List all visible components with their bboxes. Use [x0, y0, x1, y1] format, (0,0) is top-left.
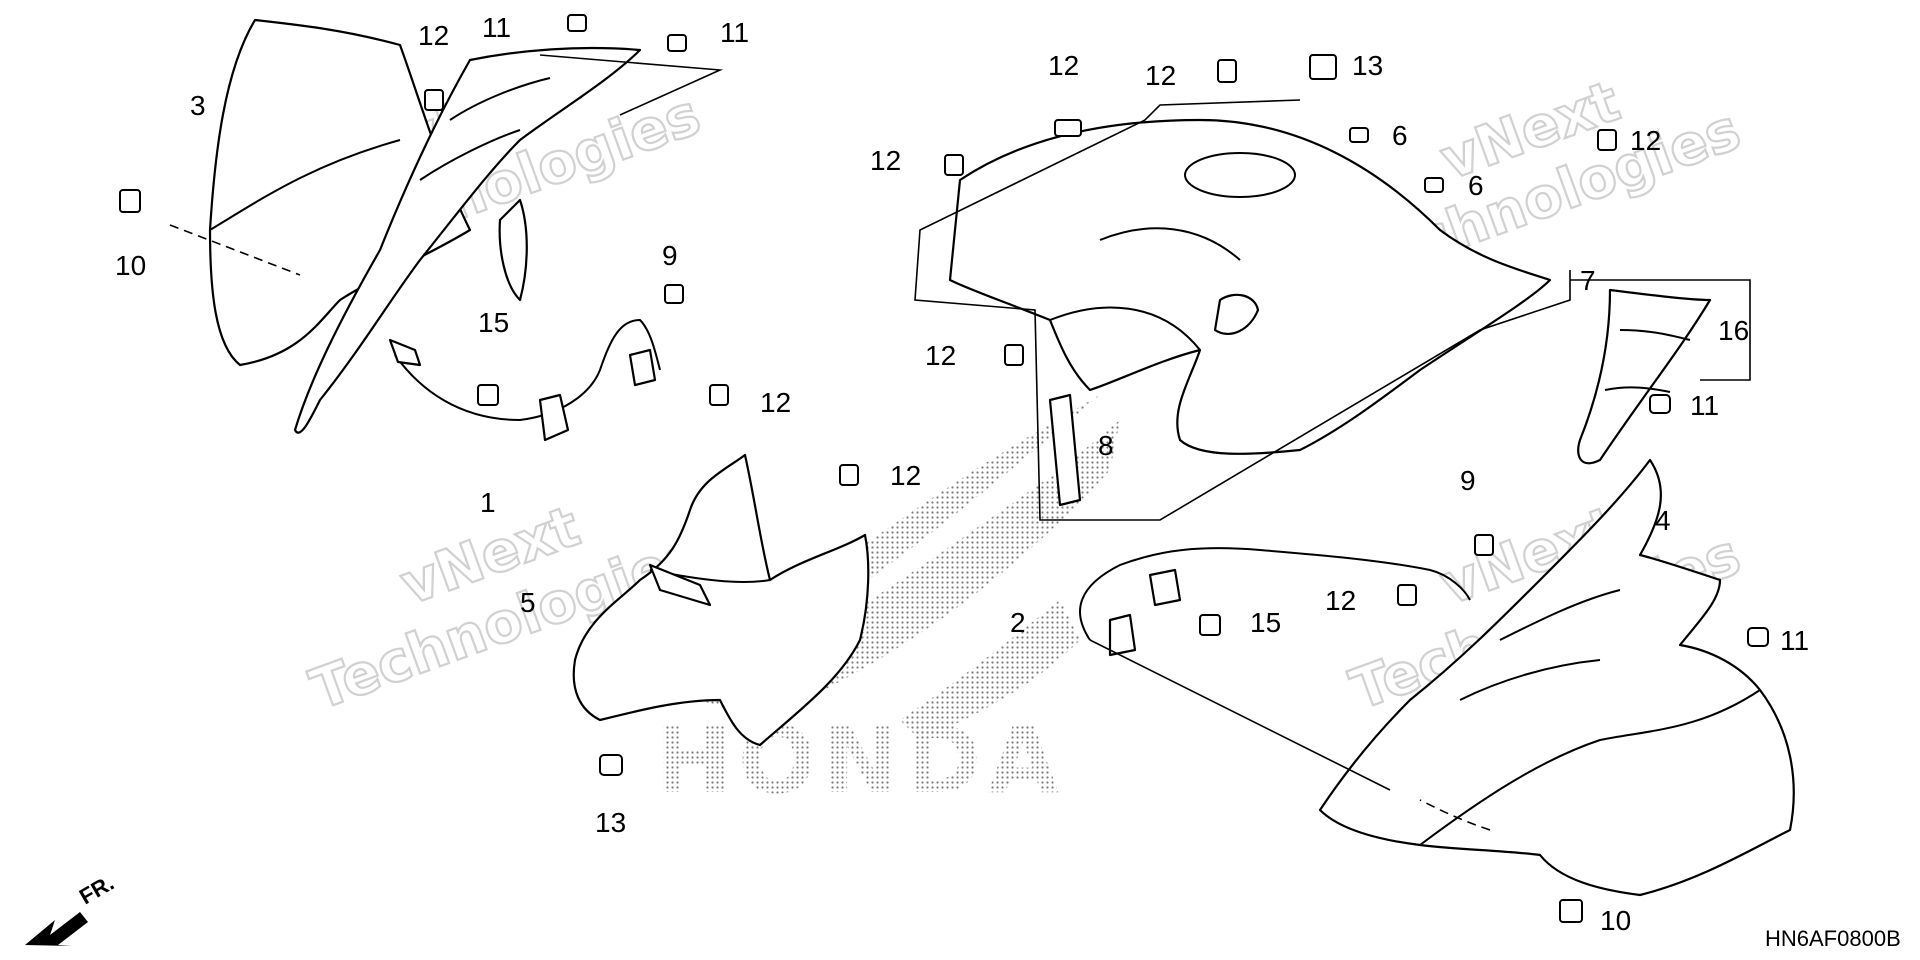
callout-15: 15 — [478, 307, 509, 338]
callout-7: 7 — [1580, 265, 1596, 296]
callout-11: 11 — [1780, 625, 1809, 656]
emblem-decal — [1577, 288, 1712, 465]
callout-2: 2 — [1010, 607, 1026, 638]
callout-labels: 3 11 11 12 10 9 15 1 12 12 5 13 12 13 12… — [115, 12, 1809, 936]
callout-1: 1 — [480, 487, 496, 518]
callout-12: 12 — [925, 340, 956, 371]
windscreen-part — [208, 18, 472, 367]
front-bracket-right — [1079, 547, 1471, 657]
honda-logo-text: HONDA — [655, 707, 1065, 814]
callout-3: 3 — [190, 90, 206, 121]
diagram-reference-code: HN6AF0800B — [1765, 926, 1901, 951]
callout-5: 5 — [520, 587, 536, 618]
headlight-cover-panel — [293, 46, 642, 434]
leader-lines — [169, 54, 1751, 831]
callout-4: 4 — [1655, 505, 1671, 536]
callout-13: 12 — [1048, 50, 1079, 81]
callout-6: 6 — [1392, 120, 1408, 151]
fuel-tank-cover — [948, 118, 1552, 455]
callout-9: 9 — [662, 240, 678, 271]
callout-12: 12 — [890, 460, 921, 491]
seal-strip — [1048, 393, 1082, 507]
front-fender — [1318, 458, 1795, 897]
callout-12: 12 — [760, 387, 791, 418]
callout-10: 10 — [1600, 905, 1631, 936]
callout-11: 11 — [720, 17, 749, 48]
callout-13: 13 — [1352, 50, 1383, 81]
callout-12: 12 — [870, 145, 901, 176]
callout-12: 12 — [1325, 585, 1356, 616]
callout-16: 16 — [1718, 315, 1749, 346]
callout-12: 12 — [1145, 60, 1176, 91]
callout-6: 6 — [1468, 170, 1484, 201]
callout-12: 12 — [1630, 125, 1661, 156]
callout-9: 9 — [1460, 465, 1476, 496]
callout-10: 10 — [115, 250, 146, 281]
front-bracket-left — [388, 318, 661, 442]
callout-8: 8 — [1098, 430, 1114, 461]
callout-11: 11 — [482, 12, 511, 43]
front-direction-arrow: FR. — [25, 870, 118, 946]
front-cover-upper — [572, 453, 870, 747]
front-marker-label: FR. — [75, 870, 118, 909]
fasteners — [119, 14, 1769, 923]
callout-11: 11 — [1690, 390, 1719, 421]
callout-12: 12 — [418, 20, 449, 51]
callout-14: 13 — [595, 807, 626, 838]
callout-15: 15 — [1250, 607, 1281, 638]
